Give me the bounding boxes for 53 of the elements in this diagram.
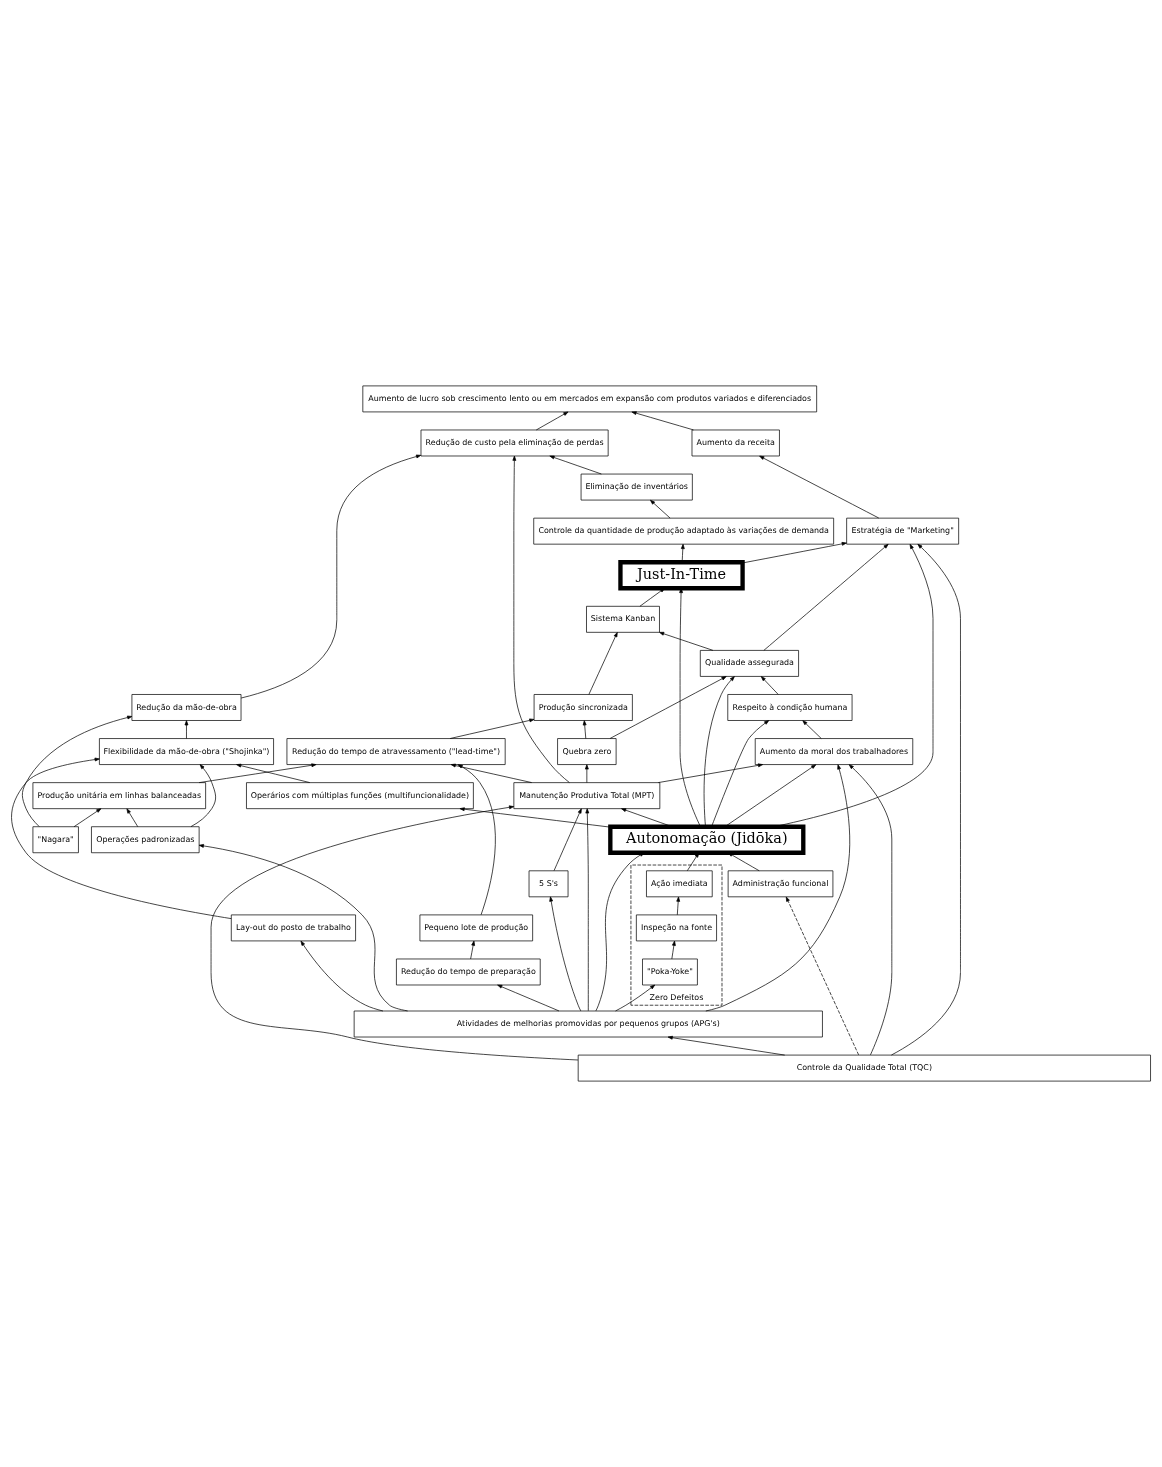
arrow bbox=[240, 454, 422, 699]
arrow bbox=[671, 940, 676, 960]
arrow bbox=[549, 455, 602, 475]
arrow bbox=[198, 844, 408, 1012]
arrow bbox=[609, 676, 727, 739]
arrow bbox=[676, 896, 681, 916]
arrow bbox=[126, 808, 139, 828]
arrow bbox=[631, 411, 694, 431]
arrow bbox=[680, 543, 685, 563]
arrow bbox=[470, 940, 475, 960]
arrow bbox=[615, 984, 656, 1012]
arrow bbox=[449, 718, 535, 739]
arrow bbox=[73, 808, 102, 828]
arrow bbox=[497, 984, 560, 1012]
arrow bbox=[705, 764, 851, 1012]
arrow bbox=[512, 455, 570, 783]
arrow bbox=[639, 587, 665, 607]
arrow bbox=[727, 852, 760, 872]
arrow bbox=[891, 543, 961, 1056]
arrow bbox=[535, 411, 569, 431]
arrow bbox=[760, 676, 779, 695]
arrow bbox=[679, 587, 701, 827]
arrow bbox=[657, 763, 764, 783]
arrow bbox=[585, 808, 590, 1012]
arrow bbox=[300, 940, 384, 1012]
arrow bbox=[198, 763, 317, 783]
arrow bbox=[703, 676, 735, 827]
arrow bbox=[763, 543, 889, 651]
arrow bbox=[742, 542, 847, 564]
arrow bbox=[22, 715, 133, 827]
arrow bbox=[584, 764, 589, 783]
arrow bbox=[457, 764, 496, 916]
arrow bbox=[210, 805, 579, 1061]
arrow bbox=[236, 763, 311, 783]
arrow bbox=[759, 455, 880, 519]
arrow bbox=[11, 757, 232, 919]
arrow bbox=[595, 852, 645, 1012]
arrow bbox=[459, 807, 611, 828]
arrow bbox=[190, 764, 216, 827]
arrow bbox=[450, 763, 532, 783]
arrow bbox=[553, 808, 582, 872]
arrow bbox=[711, 720, 770, 827]
arrow bbox=[549, 896, 582, 1012]
arrow bbox=[686, 852, 700, 872]
arrow bbox=[650, 499, 671, 519]
arrow bbox=[785, 896, 859, 1056]
arrow bbox=[802, 720, 822, 739]
arrow bbox=[659, 631, 714, 651]
arrow bbox=[848, 764, 893, 1056]
arrow bbox=[724, 764, 817, 827]
arrow bbox=[184, 720, 189, 739]
arrow bbox=[582, 720, 587, 739]
arrow bbox=[588, 632, 618, 695]
